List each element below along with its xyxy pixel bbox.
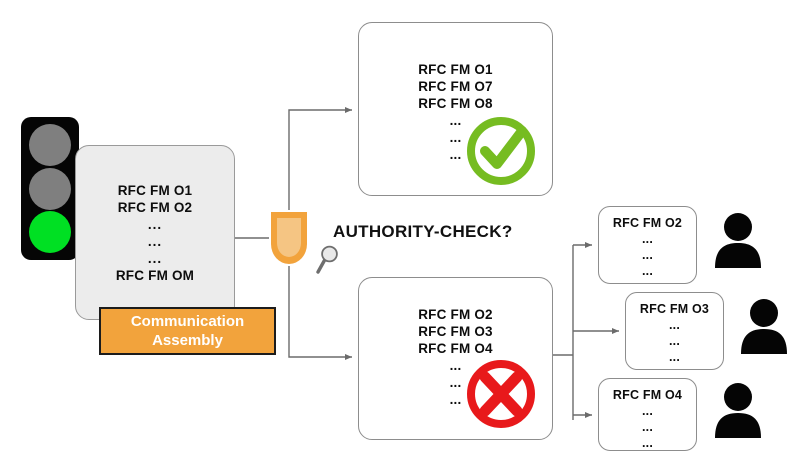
magnifier-icon bbox=[313, 243, 343, 277]
user-line: RFC FM O2 bbox=[612, 216, 683, 230]
traffic-light-lamp-yellow bbox=[29, 168, 71, 210]
allowed-line: RFC FM O1 bbox=[418, 62, 493, 77]
user-box-3-list: RFC FM O4 ... ... ... bbox=[599, 387, 696, 451]
communication-assembly-badge: Communication Assembly bbox=[99, 307, 276, 355]
communication-assembly-line2: Assembly bbox=[152, 332, 223, 349]
comm-line-ellipsis: ... bbox=[147, 234, 163, 249]
user-line-ellipsis: ... bbox=[641, 248, 654, 262]
user-line-ellipsis: ... bbox=[668, 350, 681, 364]
cross-circle-icon bbox=[463, 356, 539, 432]
allowed-line: RFC FM O7 bbox=[418, 79, 493, 94]
traffic-light-lamp-green bbox=[29, 211, 71, 253]
comm-line-ellipsis: ... bbox=[147, 217, 163, 232]
user-line-ellipsis: ... bbox=[641, 264, 654, 278]
user-line-ellipsis: ... bbox=[641, 436, 654, 450]
user-box-1: RFC FM O2 ... ... ... bbox=[598, 206, 697, 284]
comm-line: RFC FM O2 bbox=[117, 200, 193, 215]
check-circle-icon bbox=[463, 113, 539, 189]
allowed-result-box: RFC FM O1 RFC FM O7 RFC FM O8 ... ... ..… bbox=[358, 22, 553, 196]
traffic-light bbox=[21, 117, 79, 260]
user-box-3: RFC FM O4 ... ... ... bbox=[598, 378, 697, 451]
user-line-ellipsis: ... bbox=[668, 318, 681, 332]
denied-line: RFC FM O3 bbox=[418, 324, 493, 339]
user-line: RFC FM O4 bbox=[612, 388, 683, 402]
user-line-ellipsis: ... bbox=[641, 232, 654, 246]
denied-result-box: RFC FM O2 RFC FM O3 RFC FM O4 ... ... ..… bbox=[358, 277, 553, 440]
user-icon-3 bbox=[712, 382, 764, 438]
user-box-2: RFC FM O3 ... ... ... bbox=[625, 292, 724, 370]
user-box-2-list: RFC FM O3 ... ... ... bbox=[626, 301, 723, 365]
communication-panel-list: RFC FM O1 RFC FM O2 ... ... ... RFC FM O… bbox=[76, 182, 234, 284]
user-line: RFC FM O3 bbox=[639, 302, 710, 316]
user-icon-2 bbox=[738, 298, 790, 354]
denied-line: RFC FM O4 bbox=[418, 341, 493, 356]
comm-line: RFC FM O1 bbox=[117, 183, 193, 198]
user-line-ellipsis: ... bbox=[668, 334, 681, 348]
denied-line: RFC FM O2 bbox=[418, 307, 493, 322]
communication-panel: RFC FM O1 RFC FM O2 ... ... ... RFC FM O… bbox=[75, 145, 235, 320]
user-line-ellipsis: ... bbox=[641, 420, 654, 434]
traffic-light-lamp-red bbox=[29, 124, 71, 166]
user-icon-1 bbox=[712, 212, 764, 268]
user-box-1-list: RFC FM O2 ... ... ... bbox=[599, 215, 696, 279]
comm-line: RFC FM OM bbox=[115, 268, 195, 283]
user-line-ellipsis: ... bbox=[641, 404, 654, 418]
authority-check-label: AUTHORITY-CHECK? bbox=[333, 222, 513, 241]
allowed-line: RFC FM O8 bbox=[418, 96, 493, 111]
shield-icon bbox=[269, 210, 309, 266]
comm-line-ellipsis: ... bbox=[147, 251, 163, 266]
communication-assembly-line1: Communication bbox=[130, 313, 245, 330]
